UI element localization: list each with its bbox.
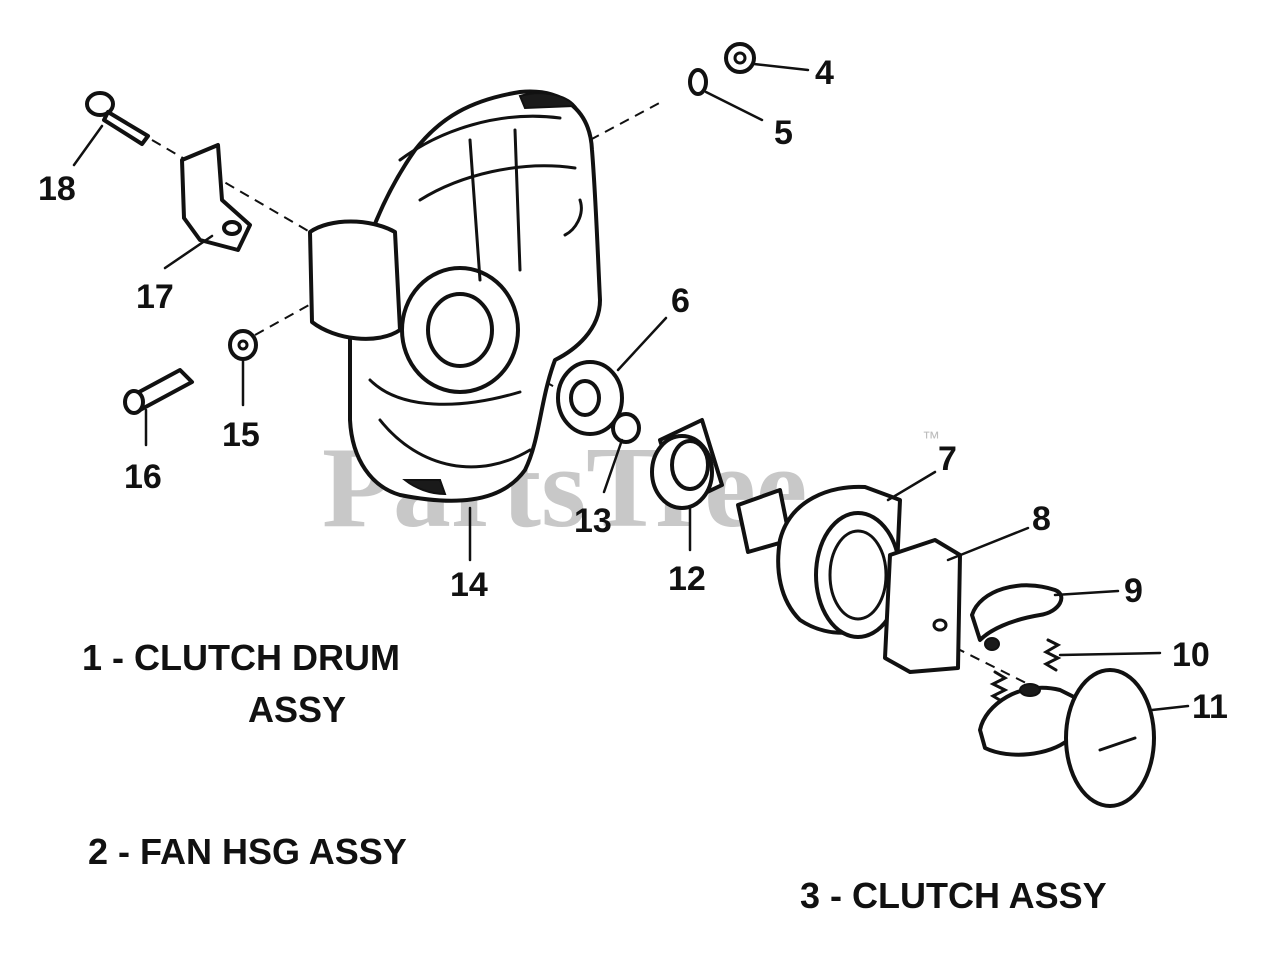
callout-13: 13 xyxy=(574,502,612,540)
screw-part-16 xyxy=(123,368,194,415)
legend-item-1-line-1: 1 - CLUTCH DRUM xyxy=(82,637,400,678)
callout-12: 12 xyxy=(668,560,706,598)
washer-part-5 xyxy=(688,68,708,96)
callout-6: 6 xyxy=(671,282,690,320)
callout-15: 15 xyxy=(222,416,260,454)
callout-10: 10 xyxy=(1172,636,1210,674)
clutch-shoe-part-9 xyxy=(970,583,1064,651)
callout-5: 5 xyxy=(774,114,793,152)
callout-numbers: 4 5 6 7 8 9 10 11 12 13 14 15 16 17 18 xyxy=(38,54,1228,726)
nut-part-4 xyxy=(724,42,756,74)
bushing-part-12 xyxy=(650,418,724,510)
callout-17: 17 xyxy=(136,278,174,316)
callout-18: 18 xyxy=(38,170,76,208)
legend-item-3: 3 - CLUTCH ASSY xyxy=(800,875,1107,916)
callout-16: 16 xyxy=(124,458,162,496)
leader-lines xyxy=(72,62,1190,712)
callout-8: 8 xyxy=(1032,500,1051,538)
spring-part-10 xyxy=(989,638,1062,704)
washer-part-15 xyxy=(228,329,258,361)
legend-item-1-line-2: ASSY xyxy=(248,689,347,730)
fan-housing xyxy=(308,89,602,503)
washer-part-13 xyxy=(611,412,641,444)
clutch-plate-part-8 xyxy=(883,538,962,674)
legend-item-2: 2 - FAN HSG ASSY xyxy=(88,831,407,872)
seal-part-6 xyxy=(556,360,624,436)
callout-11: 11 xyxy=(1192,688,1228,726)
clutch-hub-part-11 xyxy=(978,668,1156,808)
bolt-part-18 xyxy=(85,91,150,146)
callout-4: 4 xyxy=(815,54,834,92)
callout-7: 7 xyxy=(938,440,957,478)
callout-9: 9 xyxy=(1124,572,1143,610)
callout-14: 14 xyxy=(450,566,488,604)
clutch-drum-part-7 xyxy=(736,484,902,639)
watermark-trademark: ™ xyxy=(922,428,940,448)
bracket-part-17 xyxy=(180,143,252,252)
